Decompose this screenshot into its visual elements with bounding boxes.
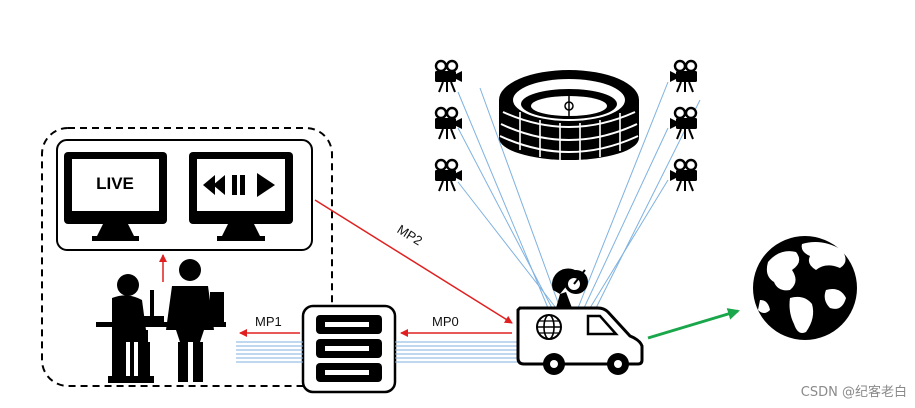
operators-icon bbox=[96, 259, 226, 383]
monitor-live-icon bbox=[64, 152, 167, 241]
live-label: LIVE bbox=[96, 174, 134, 193]
satellite-dish-icon bbox=[552, 268, 588, 308]
mp1-label: MP1 bbox=[255, 314, 282, 329]
van-to-globe-arrow bbox=[647, 308, 740, 340]
van-to-rack-feeds bbox=[395, 341, 518, 363]
stadium-icon bbox=[499, 70, 639, 160]
server-rack-icon bbox=[301, 304, 397, 394]
mp2-arrow bbox=[314, 199, 513, 324]
control-room-boundary bbox=[41, 127, 333, 387]
video-camera-icon bbox=[668, 59, 699, 193]
camera-feed-lines bbox=[457, 81, 701, 309]
mp0-label: MP0 bbox=[432, 314, 459, 329]
globe-icon bbox=[753, 236, 857, 340]
ob-van-icon bbox=[516, 306, 644, 375]
watermark: CSDN @纪客老白 bbox=[800, 385, 907, 400]
rack-to-control-feeds bbox=[236, 341, 303, 363]
video-camera-icon bbox=[433, 59, 464, 193]
mp2-label: MP2 bbox=[395, 222, 426, 249]
monitor-playback-icon bbox=[189, 152, 293, 241]
